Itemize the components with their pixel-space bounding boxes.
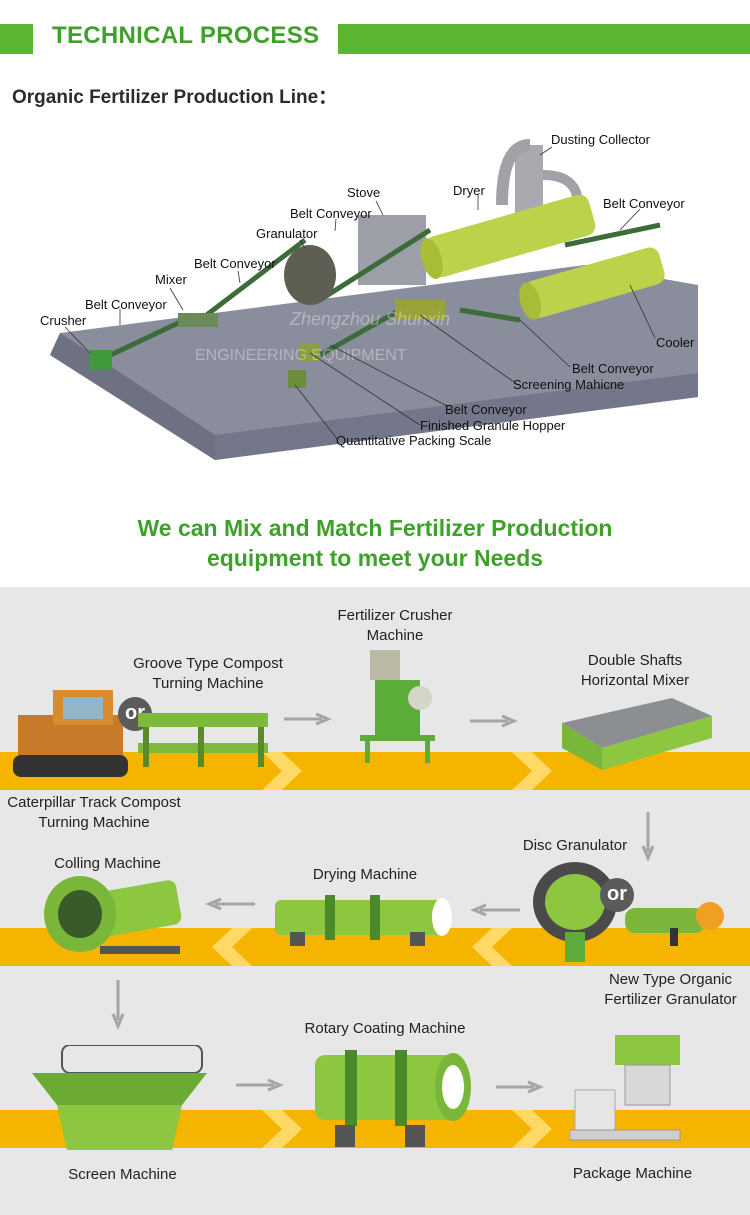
label-packing-scale: Quantitative Packing Scale xyxy=(336,433,492,448)
label-belt-conveyor-bottom: Belt Conveyor xyxy=(445,402,527,417)
slogan-line-2: equipment to meet your Needs xyxy=(206,545,544,571)
label-drying-machine: Drying Machine xyxy=(312,866,418,883)
platform-front xyxy=(215,373,698,460)
screen-machine-image xyxy=(32,1045,207,1150)
or-badge-2: or xyxy=(600,878,634,912)
label-screen-machine: Screen Machine xyxy=(68,1166,177,1183)
belt-conveyor-3 xyxy=(318,227,432,303)
label-belt-conveyor-right: Belt Conveyor xyxy=(603,196,685,211)
label-mixer: Mixer xyxy=(155,272,187,287)
label-stove: Stove xyxy=(347,185,381,200)
production-line-diagram: Zhengzhou Shunxin ENGINEERING EQUIPMENT xyxy=(50,139,698,460)
package-machine-image xyxy=(570,1035,681,1141)
arrow-left-1 xyxy=(470,903,520,917)
caterpillar-turner-image xyxy=(13,690,128,777)
label-belt-conveyor-left: Belt Conveyor xyxy=(85,297,167,312)
arrow-down-2 xyxy=(111,980,125,1030)
stove xyxy=(358,215,426,285)
slogan-line-1: We can Mix and Match Fertilizer Producti… xyxy=(137,515,613,541)
fertilizer-crusher-image xyxy=(360,650,435,763)
label-crusher: Crusher xyxy=(40,313,87,328)
label-screening: Screening Mahicne xyxy=(513,377,625,392)
label-rotary-coating: Rotary Coating Machine xyxy=(304,1020,466,1037)
arrow-left-2 xyxy=(205,897,255,911)
section-title: TECHNICAL PROCESS xyxy=(52,22,320,49)
mixer xyxy=(178,313,218,327)
label-granulator: Granulator xyxy=(256,226,318,241)
label-dryer: Dryer xyxy=(453,183,485,198)
arrow-right-4 xyxy=(496,1080,544,1094)
label-package-machine: Package Machine xyxy=(572,1165,693,1182)
crusher xyxy=(90,350,112,370)
screening-machine xyxy=(395,300,445,320)
label-belt-conveyor-mid: Belt Conveyor xyxy=(194,256,276,271)
label-hopper: Finished Granule Hopper xyxy=(420,418,566,433)
label-dusting-collector: Dusting Collector xyxy=(551,132,650,147)
arrow-right-1 xyxy=(284,712,332,726)
watermark-text-1: Zhengzhou Shunxin xyxy=(289,309,450,329)
cooling-machine-image xyxy=(44,876,182,954)
belt-conveyor-4 xyxy=(564,222,661,248)
disc-granulator-image xyxy=(533,862,617,962)
cooler-drum xyxy=(519,247,665,320)
rotary-coating-image xyxy=(315,1050,471,1147)
label-belt-conveyor-cooler: Belt Conveyor xyxy=(572,361,654,376)
label-cooling-machine: Colling Machine xyxy=(54,855,161,872)
belt-conveyor-5 xyxy=(459,307,521,323)
belt-conveyor-2 xyxy=(198,238,307,322)
watermark-text-2: ENGINEERING EQUIPMENT xyxy=(195,347,407,364)
new-type-granulator-image xyxy=(625,902,724,946)
dryer-drum xyxy=(420,194,596,279)
granulator xyxy=(284,245,336,305)
label-belt-conveyor-top: Belt Conveyor xyxy=(290,206,372,221)
arrow-right-2 xyxy=(470,714,518,728)
arrow-down-1 xyxy=(641,812,655,862)
horizontal-mixer-image xyxy=(562,698,712,770)
groove-turner-image xyxy=(138,713,268,767)
belt-conveyor-6 xyxy=(318,307,402,358)
arrow-right-3 xyxy=(236,1078,284,1092)
label-cooler: Cooler xyxy=(656,335,695,350)
header-bar-right xyxy=(338,24,750,54)
label-disc-granulator: Disc Granulator xyxy=(522,837,628,854)
production-line-title: Organic Fertilizer Production Line： xyxy=(12,87,338,108)
header-bar-left xyxy=(0,24,33,54)
drying-machine-image xyxy=(275,895,452,946)
packing-scale xyxy=(288,370,306,388)
